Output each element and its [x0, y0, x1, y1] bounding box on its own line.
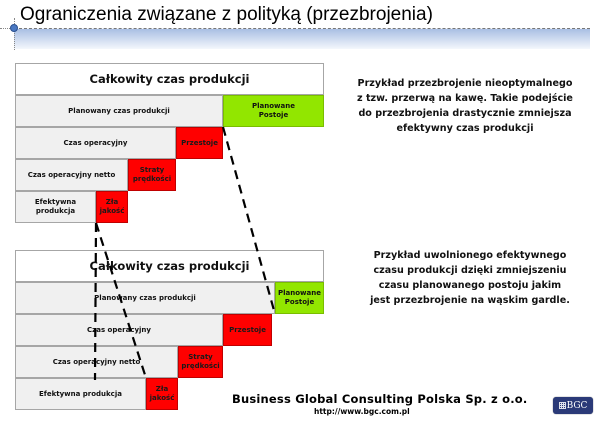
planned-downtime-box: Planowane Postoje: [223, 95, 324, 127]
horizontal-guide-line: [0, 28, 14, 29]
quality-loss-box: Zła jakość: [146, 378, 178, 410]
planned-time-bar: Planowany czas produkcji: [15, 95, 223, 127]
effective-production-bar: Efektywna produkcja: [15, 191, 96, 223]
vertical-guide-line: [14, 18, 15, 50]
slide-title: Ograniczenia związane z polityką (przezb…: [20, 4, 433, 25]
downtime-loss-box: Przestoje: [176, 127, 223, 159]
total-time-header: Całkowity czas produkcji: [15, 250, 324, 282]
effective-production-bar: Efektywna produkcja: [15, 378, 146, 410]
building-icon: [558, 402, 566, 409]
bgc-logo: BGC: [553, 397, 593, 414]
note-top: Przykład przezbrojenie nieoptymalnego z …: [357, 78, 573, 134]
speed-loss-box: Straty prędkości: [178, 346, 223, 378]
downtime-loss-box: Przestoje: [223, 314, 272, 346]
quality-loss-box: Zła jakość: [96, 191, 128, 223]
footer-url-link[interactable]: http://www.bgc.com.pl: [314, 407, 410, 416]
planned-time-bar: Planowany czas produkcji: [15, 282, 275, 314]
note-bottom: Przykład uwolnionego efektywnego czasu p…: [370, 250, 570, 306]
footer-company-name: Business Global Consulting Polska Sp. z …: [232, 392, 528, 406]
title-gradient-band: [14, 28, 590, 49]
total-time-header: Całkowity czas produkcji: [15, 63, 324, 95]
planned-downtime-box: Planowane Postoje: [275, 282, 324, 314]
net-operating-time-bar: Czas operacyjny netto: [15, 346, 178, 378]
net-operating-time-bar: Czas operacyjny netto: [15, 159, 128, 191]
logo-text: BGC: [566, 400, 588, 411]
anchor-handle-icon[interactable]: [10, 24, 18, 32]
operating-time-bar: Czas operacyjny: [15, 127, 176, 159]
speed-loss-box: Straty prędkości: [128, 159, 176, 191]
operating-time-bar: Czas operacyjny: [15, 314, 223, 346]
